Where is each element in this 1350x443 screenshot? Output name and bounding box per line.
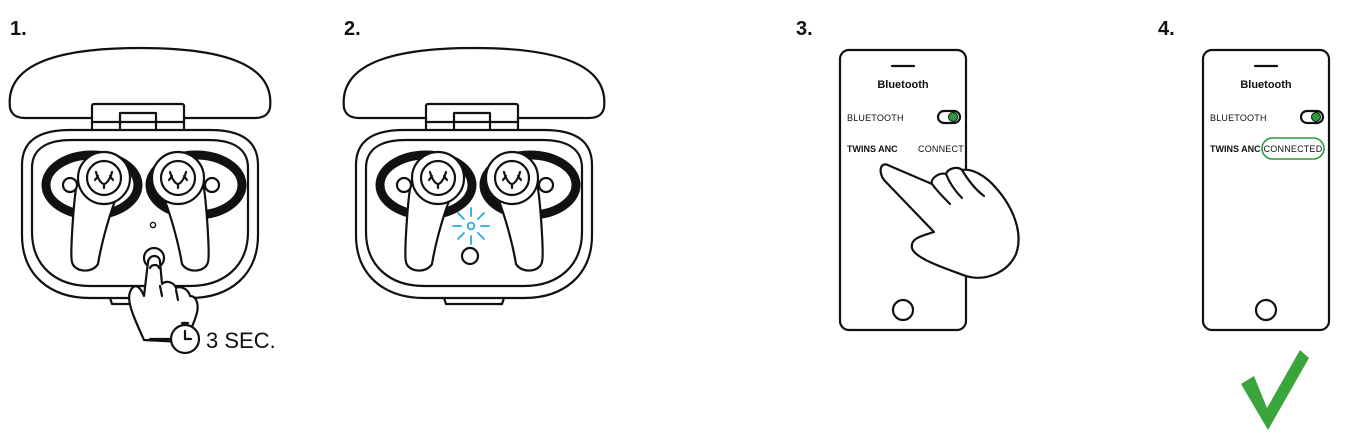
pair-button-icon <box>460 246 480 266</box>
step-4-connected-status: CONNECTED <box>1264 144 1323 154</box>
step-3-connect-button[interactable]: CONNECT <box>918 144 964 154</box>
stopwatch-icon <box>148 321 201 355</box>
step-1-earbud-case <box>10 48 271 304</box>
connected-badge <box>1261 137 1325 160</box>
led-blink-icon <box>452 207 490 245</box>
finger-press-icon <box>128 254 199 344</box>
bluetooth-toggle-on-icon <box>948 112 958 122</box>
step-4-smartphone-icon <box>1201 48 1331 332</box>
timer-label: 3 SEC. <box>206 328 276 353</box>
step-4-number: 4. <box>1158 18 1175 40</box>
step-1-number: 1. <box>10 18 27 40</box>
step-3-smartphone-icon <box>838 48 968 332</box>
step-3-screen-title: Bluetooth <box>877 79 929 91</box>
checkmark-icon <box>1241 350 1309 430</box>
step-3-number: 3. <box>796 18 813 40</box>
step-3-bluetooth-label: BLUETOOTH <box>847 113 904 123</box>
step-4-bluetooth-label: BLUETOOTH <box>1210 113 1267 123</box>
tapping-hand-icon <box>879 163 1020 279</box>
step-2-number: 2. <box>344 18 361 40</box>
step-3-device-name: TWINS ANC <box>847 144 898 154</box>
step-4-screen-title: Bluetooth <box>1240 79 1292 91</box>
bluetooth-toggle-on-icon <box>1311 112 1321 122</box>
step-2-earbud-case <box>344 48 605 304</box>
step-4-device-name: TWINS ANC <box>1210 144 1261 154</box>
